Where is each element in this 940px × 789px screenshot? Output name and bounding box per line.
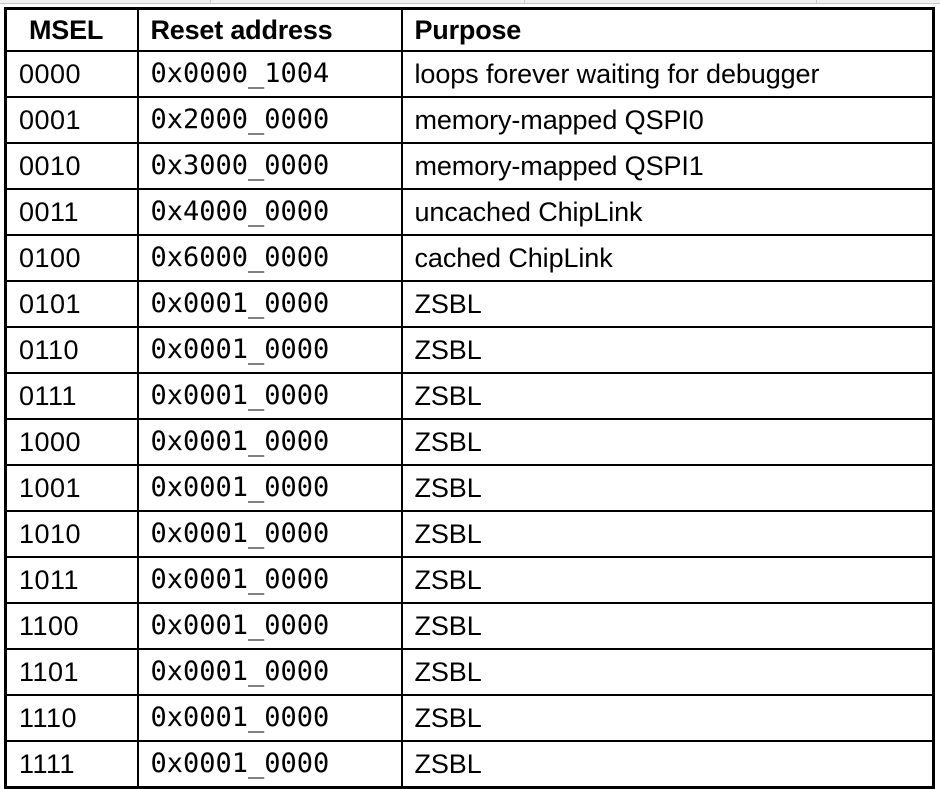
cell-msel: 0100 <box>4 234 139 282</box>
cell-msel: 1010 <box>4 510 139 558</box>
cell-reset-address: 0x0001_0000 <box>136 280 403 328</box>
cell-msel: 0111 <box>4 372 139 420</box>
cell-reset-address: 0x0000_1004 <box>136 50 403 98</box>
cell-msel: 0000 <box>4 50 139 98</box>
cell-purpose: ZSBL <box>400 648 935 696</box>
cell-purpose: memory-mapped QSPI1 <box>400 142 935 190</box>
cell-msel: 1100 <box>4 602 139 650</box>
cell-purpose: loops forever waiting for debugger <box>400 50 935 98</box>
column-header-msel: MSEL <box>4 7 139 52</box>
cell-msel: 0010 <box>4 142 139 190</box>
cell-reset-address: 0x0001_0000 <box>136 372 403 420</box>
cell-reset-address: 0x0001_0000 <box>136 602 403 650</box>
cell-reset-address: 0x0001_0000 <box>136 326 403 374</box>
cell-msel: 0110 <box>4 326 139 374</box>
cell-msel: 0001 <box>4 96 139 144</box>
cell-purpose: ZSBL <box>400 510 935 558</box>
cell-purpose: ZSBL <box>400 602 935 650</box>
cell-msel: 1101 <box>4 648 139 696</box>
cell-purpose: memory-mapped QSPI0 <box>400 96 935 144</box>
cell-reset-address: 0x0001_0000 <box>136 464 403 512</box>
cell-msel: 0011 <box>4 188 139 236</box>
cell-purpose: ZSBL <box>400 418 935 466</box>
page-top-edge-strip <box>0 0 940 4</box>
cell-purpose: uncached ChipLink <box>400 188 935 236</box>
cell-reset-address: 0x6000_0000 <box>136 234 403 282</box>
column-header-reset-address: Reset address <box>136 7 403 52</box>
cell-msel: 1111 <box>4 740 139 789</box>
cell-msel: 1001 <box>4 464 139 512</box>
cell-purpose: ZSBL <box>400 556 935 604</box>
cell-purpose: ZSBL <box>400 280 935 328</box>
table-header-row: MSEL Reset address Purpose <box>4 7 935 52</box>
cell-reset-address: 0x0001_0000 <box>136 556 403 604</box>
cell-reset-address: 0x0001_0000 <box>136 418 403 466</box>
table-header: MSEL Reset address Purpose <box>4 7 935 52</box>
cell-purpose: ZSBL <box>400 694 935 742</box>
cell-reset-address: 0x0001_0000 <box>136 740 403 789</box>
cell-purpose: ZSBL <box>400 326 935 374</box>
cell-reset-address: 0x2000_0000 <box>136 96 403 144</box>
cell-msel: 0101 <box>4 280 139 328</box>
cell-msel: 1110 <box>4 694 139 742</box>
column-header-purpose: Purpose <box>400 7 935 52</box>
cell-msel: 1011 <box>4 556 139 604</box>
cell-purpose: ZSBL <box>400 464 935 512</box>
cell-msel: 1000 <box>4 418 139 466</box>
cell-reset-address: 0x0001_0000 <box>136 648 403 696</box>
cell-purpose: ZSBL <box>400 372 935 420</box>
cell-reset-address: 0x3000_0000 <box>136 142 403 190</box>
cell-purpose: ZSBL <box>400 740 935 789</box>
cell-reset-address: 0x0001_0000 <box>136 510 403 558</box>
cell-reset-address: 0x0001_0000 <box>136 694 403 742</box>
cell-reset-address: 0x4000_0000 <box>136 188 403 236</box>
cell-purpose: cached ChipLink <box>400 234 935 282</box>
